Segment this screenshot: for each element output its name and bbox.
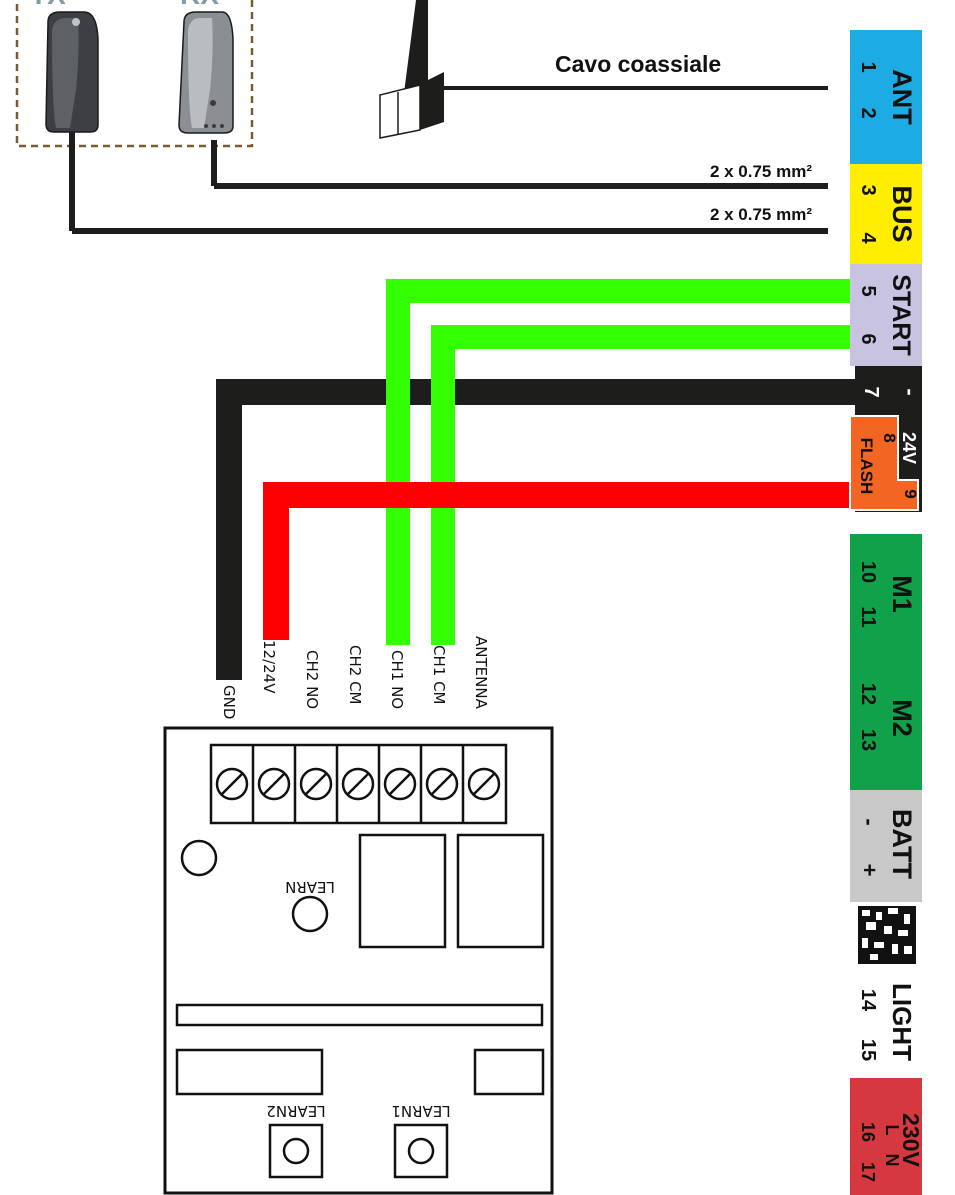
terminal-24v-minus: - <box>898 388 923 395</box>
terminal-light-pin-15: 15 <box>857 1039 879 1061</box>
terminal-batt-plus: + <box>857 864 882 877</box>
bus-cable-1-label: 2 x 0.75 mm² <box>710 162 812 181</box>
learn2-button <box>282 1137 310 1165</box>
terminal-start-pin-6: 6 <box>857 333 879 344</box>
status-led <box>180 839 218 877</box>
connector-right <box>473 1048 545 1096</box>
terminal-block: ANT 1 2 BUS 3 4 START 5 6 - 7 24V + 8 9 … <box>849 30 924 1195</box>
tx-photocell <box>45 11 99 133</box>
terminal-ant-pin-2: 2 <box>857 107 879 118</box>
terminal-bus-name: BUS <box>887 185 917 242</box>
pin-label-ch2-cm: CH2 CM <box>346 645 364 704</box>
board-slot <box>175 1003 544 1027</box>
photocell-cables: 2 x 0.75 mm² 2 x 0.75 mm² <box>72 162 828 234</box>
wire-ch1-cm <box>431 325 850 645</box>
terminal-start-name: START <box>887 274 915 355</box>
terminal-m2-pin-12: 12 <box>857 683 879 705</box>
terminal-flash-pin-9: 9 <box>901 489 920 498</box>
terminal-batt-minus: - <box>857 818 882 825</box>
connector-left <box>175 1048 324 1096</box>
antenna-bracket <box>379 84 421 139</box>
screw-terminals <box>215 745 501 823</box>
rx-label: RX <box>180 0 219 10</box>
terminal-m1-name: M1 <box>887 575 917 613</box>
terminal-m1-pin-10: 10 <box>857 561 879 583</box>
terminal-light-pin-14: 14 <box>857 989 879 1012</box>
terminal-bus-pin-3: 3 <box>857 184 879 195</box>
coax-label: Cavo coassiale <box>555 51 721 77</box>
wire-ch1-no <box>386 279 850 645</box>
terminal-230v-n: N <box>882 1154 902 1167</box>
learn-label: LEARN <box>285 878 335 896</box>
pin-label-antenna: ANTENNA <box>472 636 490 710</box>
terminal-flash <box>849 415 919 511</box>
terminal-24v-name: 24V <box>899 432 919 464</box>
learn1-button <box>407 1137 435 1165</box>
terminal-bus <box>850 164 922 264</box>
rx-photocell <box>178 11 234 134</box>
terminal-flash-name: FLASH <box>857 438 876 495</box>
terminal-m1-pin-11: 11 <box>857 606 879 627</box>
pin-label-gnd: GND <box>220 685 238 719</box>
terminal-light <box>850 966 922 1078</box>
terminal-flash-pin-8: 8 <box>880 433 899 442</box>
pin-label-ch1-no: CH1 NO <box>388 650 406 709</box>
terminal-230v-name: 230V <box>898 1113 924 1167</box>
wire-12-24v <box>263 482 855 640</box>
datamatrix-code <box>856 904 918 966</box>
antenna: Cavo coassiale <box>379 0 828 139</box>
terminal-24v-pin-7: 7 <box>860 386 882 397</box>
pin-label-ch2-no: CH2 NO <box>303 650 321 709</box>
terminal-start <box>850 264 922 366</box>
terminal-m2 <box>850 660 922 790</box>
terminal-230v-l: L <box>882 1125 902 1136</box>
terminal-ant-pin-1: 1 <box>857 61 879 72</box>
terminal-batt-name: BATT <box>887 809 917 879</box>
learn2-label: LEARN2 <box>266 1102 325 1120</box>
terminal-230v-pin-16: 16 <box>858 1122 878 1142</box>
terminal-bus-pin-4: 4 <box>857 232 879 244</box>
terminal-start-pin-5: 5 <box>857 285 879 296</box>
terminal-m1 <box>850 512 922 660</box>
terminal-230v <box>850 1078 922 1195</box>
bus-cable-2-label: 2 x 0.75 mm² <box>710 205 812 224</box>
terminal-light-name: LIGHT <box>887 983 917 1061</box>
pin-label-ch1-cm: CH1 CM <box>430 645 448 704</box>
wire-gnd <box>216 379 855 680</box>
relay-2 <box>456 833 545 949</box>
terminal-m2-name: M2 <box>887 699 917 737</box>
receiver-board: GND 12/24V CH2 NO CH2 CM CH1 NO CH1 CM A… <box>163 636 554 1195</box>
pin-label-12-24v: 12/24V <box>260 640 278 694</box>
photocell-group: TX RX <box>15 0 254 231</box>
terminal-ant-name: ANT <box>887 69 917 125</box>
photocell-dashed-box <box>15 0 254 148</box>
terminal-batt <box>850 790 922 902</box>
terminal-ant <box>850 30 922 164</box>
terminal-m2-pin-13: 13 <box>857 729 879 751</box>
learn-button <box>291 895 329 933</box>
terminal-230v-pin-17: 17 <box>858 1162 878 1182</box>
relay-1 <box>358 833 447 949</box>
tx-label: TX <box>30 0 66 10</box>
learn1-label: LEARN1 <box>391 1102 450 1120</box>
